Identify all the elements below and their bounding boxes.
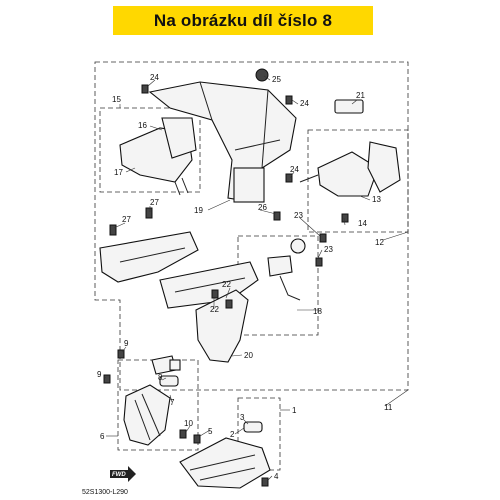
callout-16: 16 (138, 121, 147, 130)
callout-27: 27 (150, 198, 159, 207)
license-lamp-16 (119, 117, 197, 196)
callout-labels: 24 25 24 21 15 16 17 24 13 27 27 19 26 1… (97, 73, 393, 481)
callout-1: 1 (292, 406, 297, 415)
assembly-11-outline (94, 61, 409, 391)
reflector-21 (334, 99, 364, 114)
callout-22: 22 (222, 280, 231, 289)
callout-10: 10 (184, 419, 193, 428)
screws (103, 84, 349, 487)
callout-11: 11 (384, 403, 393, 412)
callout-6: 6 (100, 432, 105, 441)
rear-turn-signal-13 (299, 141, 401, 197)
callout-18: 18 (313, 307, 322, 316)
callout-24: 24 (300, 99, 309, 108)
callout-2: 2 (230, 430, 235, 439)
callout-23: 23 (294, 211, 303, 220)
fwd-label: FWD (112, 472, 126, 478)
callout-7: 7 (170, 398, 175, 407)
callout-4: 4 (274, 472, 279, 481)
leader-lines (103, 75, 409, 481)
callout-25: 25 (272, 75, 281, 84)
callout-9: 9 (97, 370, 102, 379)
banner-text: Na obrázku díl číslo 8 (153, 10, 333, 30)
diagram-code: 52S1300-L290 (82, 489, 128, 496)
callout-8: 8 (158, 373, 163, 382)
mudguard-20 (195, 289, 249, 363)
grommet-25 (255, 68, 269, 82)
callout-24: 24 (150, 73, 159, 82)
callout-19: 19 (194, 206, 203, 215)
fwd-arrow-icon: FWD (110, 466, 136, 482)
socket-harness-18 (267, 238, 306, 301)
callout-9: 9 (124, 339, 129, 348)
assembly-6-box (117, 359, 199, 451)
callout-22: 22 (210, 305, 219, 314)
callout-5: 5 (208, 427, 213, 436)
assembly-15-box (99, 107, 201, 193)
callout-13: 13 (372, 195, 381, 204)
callout-27: 27 (122, 215, 131, 224)
front-turn-signal-6 (123, 355, 177, 446)
callout-23: 23 (324, 245, 333, 254)
callout-20: 20 (244, 351, 253, 360)
license-bracket-19 (148, 81, 297, 203)
part-number-banner: Na obrázku díl číslo 8 (113, 6, 373, 35)
callout-12: 12 (375, 238, 384, 247)
callout-24: 24 (290, 165, 299, 174)
callout-21: 21 (356, 91, 365, 100)
front-turn-signal-1 (179, 421, 271, 489)
callout-15: 15 (112, 95, 121, 104)
callout-17: 17 (114, 168, 123, 177)
callout-14: 14 (358, 219, 367, 228)
callout-26: 26 (258, 203, 267, 212)
callout-3: 3 (240, 413, 245, 422)
